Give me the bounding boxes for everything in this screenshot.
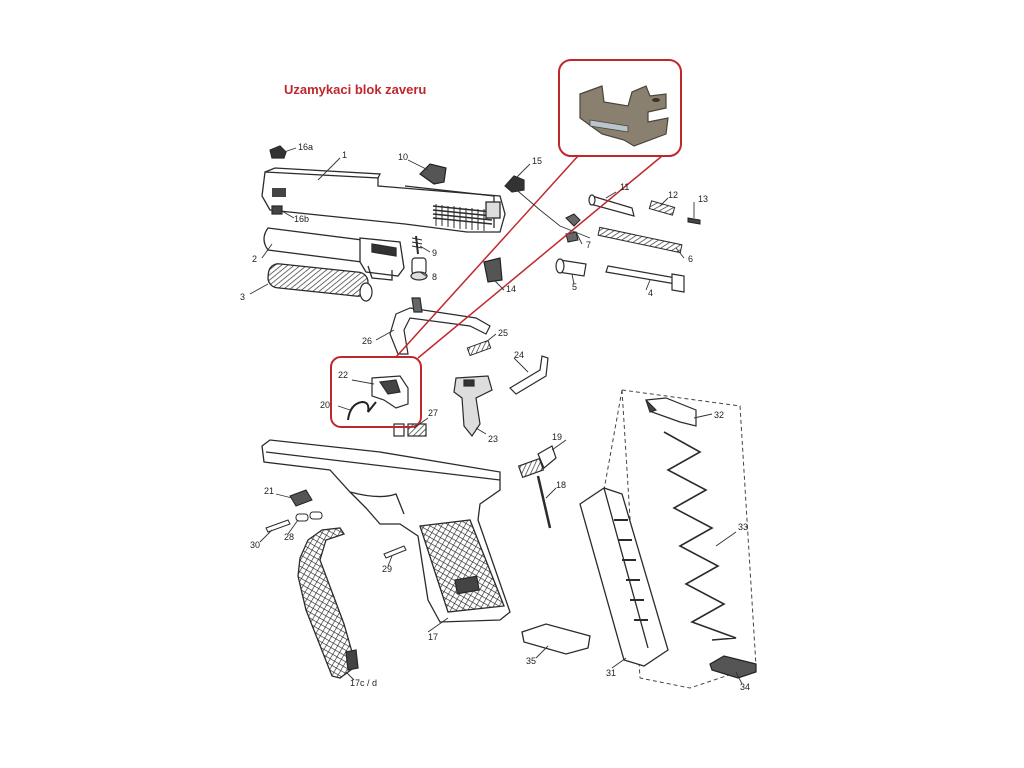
spring-part-6 — [597, 226, 683, 254]
part-label-3: 3 — [240, 292, 245, 302]
part-label-11: 11 — [620, 182, 629, 192]
part-label-29: 29 — [382, 564, 392, 574]
trigger-housing-part — [453, 375, 493, 438]
part-label-20: 20 — [320, 400, 330, 410]
part-label-16a: 16a — [298, 142, 313, 152]
firing-pin-part — [588, 194, 635, 217]
spring-part-12 — [648, 200, 676, 216]
part-28 — [295, 511, 323, 522]
part-label-35: 35 — [526, 656, 536, 666]
diagram-title: Uzamykaci blok zaveru — [284, 82, 427, 97]
part-label-17: 17 — [428, 632, 438, 642]
firing-pin-parts — [410, 235, 428, 281]
locking-block-zoom-inset — [558, 59, 682, 157]
spring-wire-part-20 — [347, 400, 377, 421]
part-label-23: 23 — [488, 434, 498, 444]
part-29 — [383, 545, 407, 559]
part-label-16b: 16b — [294, 214, 309, 224]
part-label-22: 22 — [338, 370, 348, 380]
part-label-31: 31 — [606, 668, 616, 678]
part-7 — [565, 213, 581, 243]
leader-lines — [249, 147, 743, 685]
spring-part-25 — [466, 339, 492, 357]
part-18 — [536, 475, 552, 529]
part-label-2: 2 — [252, 254, 257, 264]
part-14 — [483, 257, 503, 283]
part-21 — [289, 489, 313, 507]
part-label-28: 28 — [284, 532, 294, 542]
part-label-6: 6 — [688, 254, 693, 264]
locking-block-highlight-box — [330, 356, 422, 428]
part-13 — [687, 217, 701, 225]
part-label-26: 26 — [362, 336, 372, 346]
part-label-13: 13 — [698, 194, 708, 204]
part-label-4: 4 — [648, 288, 653, 298]
barrel-part — [263, 227, 405, 281]
slide-part — [261, 167, 506, 233]
part-label-5: 5 — [572, 282, 577, 292]
part-24 — [509, 355, 549, 395]
part-label-12: 12 — [668, 190, 678, 200]
part-label-18: 18 — [556, 480, 566, 490]
part-label-24: 24 — [514, 350, 524, 360]
part-label-7: 7 — [586, 240, 591, 250]
magazine-tube-part — [579, 487, 669, 667]
magazine-insert-part — [709, 655, 757, 679]
frame-part — [261, 439, 511, 623]
part-label-14: 14 — [506, 284, 516, 294]
part-4 — [605, 265, 685, 293]
follower-part — [645, 397, 697, 427]
part-label-33: 33 — [738, 522, 748, 532]
part-label-32: 32 — [714, 410, 724, 420]
part-19 — [517, 445, 557, 479]
part-label-21: 21 — [264, 486, 274, 496]
part-label-17cd: 17c / d — [350, 678, 377, 688]
recoil-spring-part — [267, 263, 373, 302]
part-27 — [393, 423, 427, 437]
highlight-connector-lines — [395, 155, 663, 359]
part-label-34: 34 — [740, 682, 750, 692]
part-label-8: 8 — [432, 272, 437, 282]
part-label-19: 19 — [552, 432, 562, 442]
part-label-10: 10 — [398, 152, 408, 162]
front-sight-part — [504, 175, 525, 193]
part-label-30: 30 — [250, 540, 260, 550]
part-label-1: 1 — [342, 150, 347, 160]
part-label-15: 15 — [532, 156, 542, 166]
rear-sight-part — [269, 145, 287, 215]
locking-block-part — [371, 375, 409, 409]
floor-plate-part — [521, 623, 591, 655]
part-label-9: 9 — [432, 248, 437, 258]
extractor-part — [419, 163, 447, 185]
part-label-27: 27 — [428, 408, 438, 418]
backstrap-part — [297, 527, 359, 679]
part-label-25: 25 — [498, 328, 508, 338]
part-30 — [265, 519, 291, 533]
part-5 — [555, 258, 587, 277]
magazine-spring-part — [663, 431, 737, 641]
